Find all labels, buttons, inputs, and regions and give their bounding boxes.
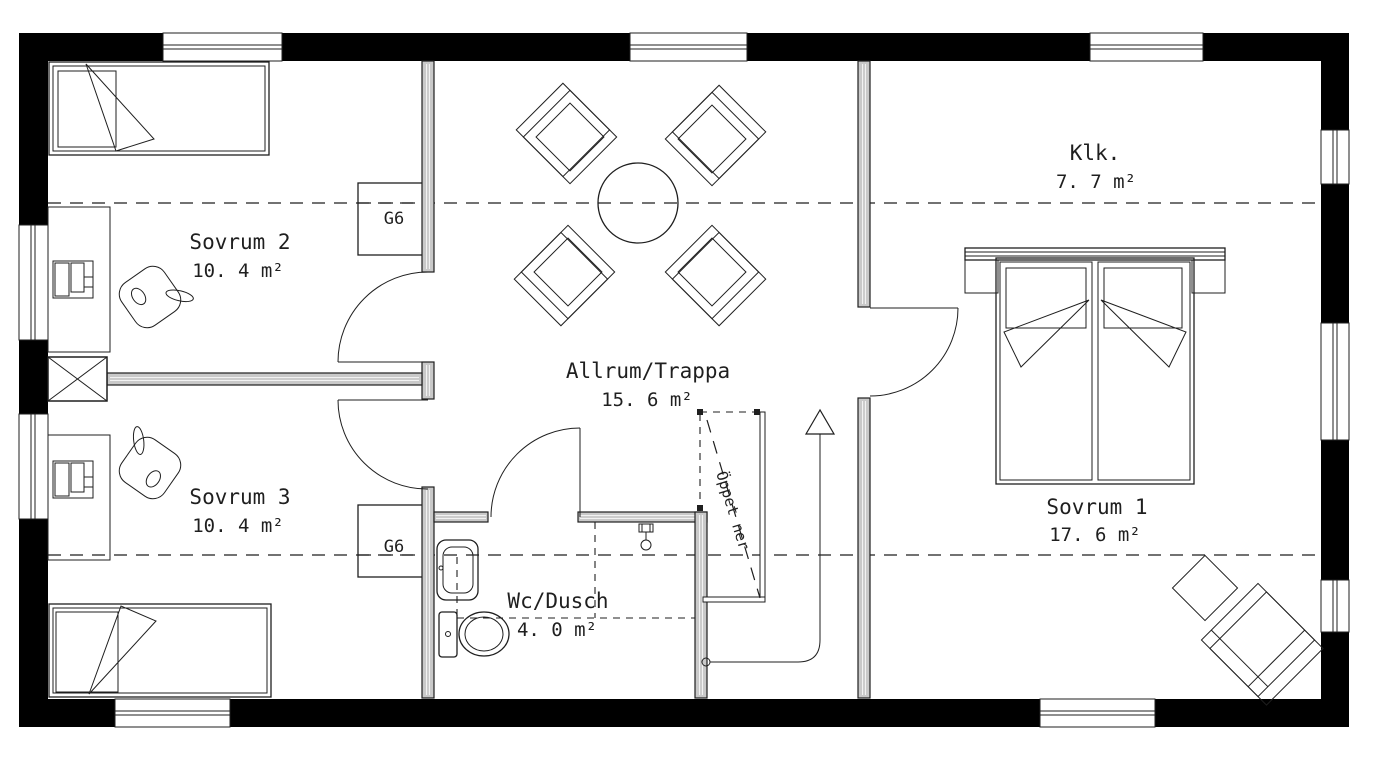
window-icon [1320,579,1350,633]
armchair-icon [664,84,767,187]
shower-icon [638,523,654,551]
railing-icon [702,596,766,603]
room-name-sovrum3: Sovrum 3 [189,485,290,509]
room-name-sovrum2: Sovrum 2 [189,230,290,254]
window-icon [18,224,49,341]
window-icon [1089,32,1204,62]
desk-icon [47,434,111,561]
wardrobe-label: G6 [384,537,404,557]
room-area-wc: 4. 0 m² [517,619,597,641]
pillow-icon [1005,267,1087,329]
ceiling-height-dashed-lines [48,202,1321,556]
desk-chair-icon [118,426,182,500]
wardrobe-g6-lower: G6 [357,504,431,578]
window-icon [1039,698,1156,728]
window-icon [1320,322,1350,441]
room-labels: Sovrum 2 10. 4 m² Sovrum 3 10. 4 m² Allr… [189,141,1147,641]
shower-zone-dashed [456,522,698,619]
armchair-icon [513,224,616,327]
window-icon [162,32,283,62]
furniture [47,61,1324,706]
single-bed-icon [48,61,270,156]
door-sovrum2 [337,271,429,363]
wardrobe-label: G6 [384,209,404,229]
pillow-icon [1103,267,1183,329]
nightstand-icon [964,259,999,294]
door-sovrum1 [869,307,959,397]
side-table-icon [1171,554,1239,622]
window-icon [629,32,748,62]
stairs [697,408,836,667]
room-area-klk: 7. 7 m² [1056,171,1136,193]
single-bed-icon [48,603,272,698]
armchair-icon [515,82,618,185]
stairs-walk-arrow-icon [701,408,836,667]
open-below-dashed-line [706,419,761,599]
window-icon [114,698,231,728]
desk-icon [47,206,111,353]
nightstand-icon [1191,259,1226,294]
desk-chair-icon [118,265,194,329]
room-name-wc: Wc/Dusch [507,589,608,613]
room-area-sovrum3: 10. 4 m² [192,515,284,537]
railing-icon [759,411,766,601]
pillow-icon [57,70,117,148]
open-below-note: Öppet ner [712,469,754,552]
room-area-sovrum1: 17. 6 m² [1049,524,1141,546]
door-sovrum3 [337,399,429,490]
room-area-sovrum2: 10. 4 m² [192,260,284,282]
windows [18,32,1350,728]
room-name-sovrum1: Sovrum 1 [1046,495,1147,519]
wardrobe-g6-upper: G6 [357,182,431,256]
exterior-walls [19,33,1349,727]
doors [337,271,959,518]
armchair-icon [1200,582,1324,706]
door-wc [490,427,581,518]
interior-walls [106,60,871,699]
toilet-icon [438,611,510,658]
armchair-icon [664,224,767,327]
window-icon [1320,129,1350,185]
pillow-icon [55,611,119,693]
room-name-allrum: Allrum/Trappa [566,359,730,383]
room-name-klk: Klk. [1070,141,1121,165]
window-icon [18,413,49,520]
chimney-shaft-icon [47,356,108,402]
room-area-allrum: 15. 6 m² [601,389,693,411]
double-bed-icon [964,247,1226,485]
